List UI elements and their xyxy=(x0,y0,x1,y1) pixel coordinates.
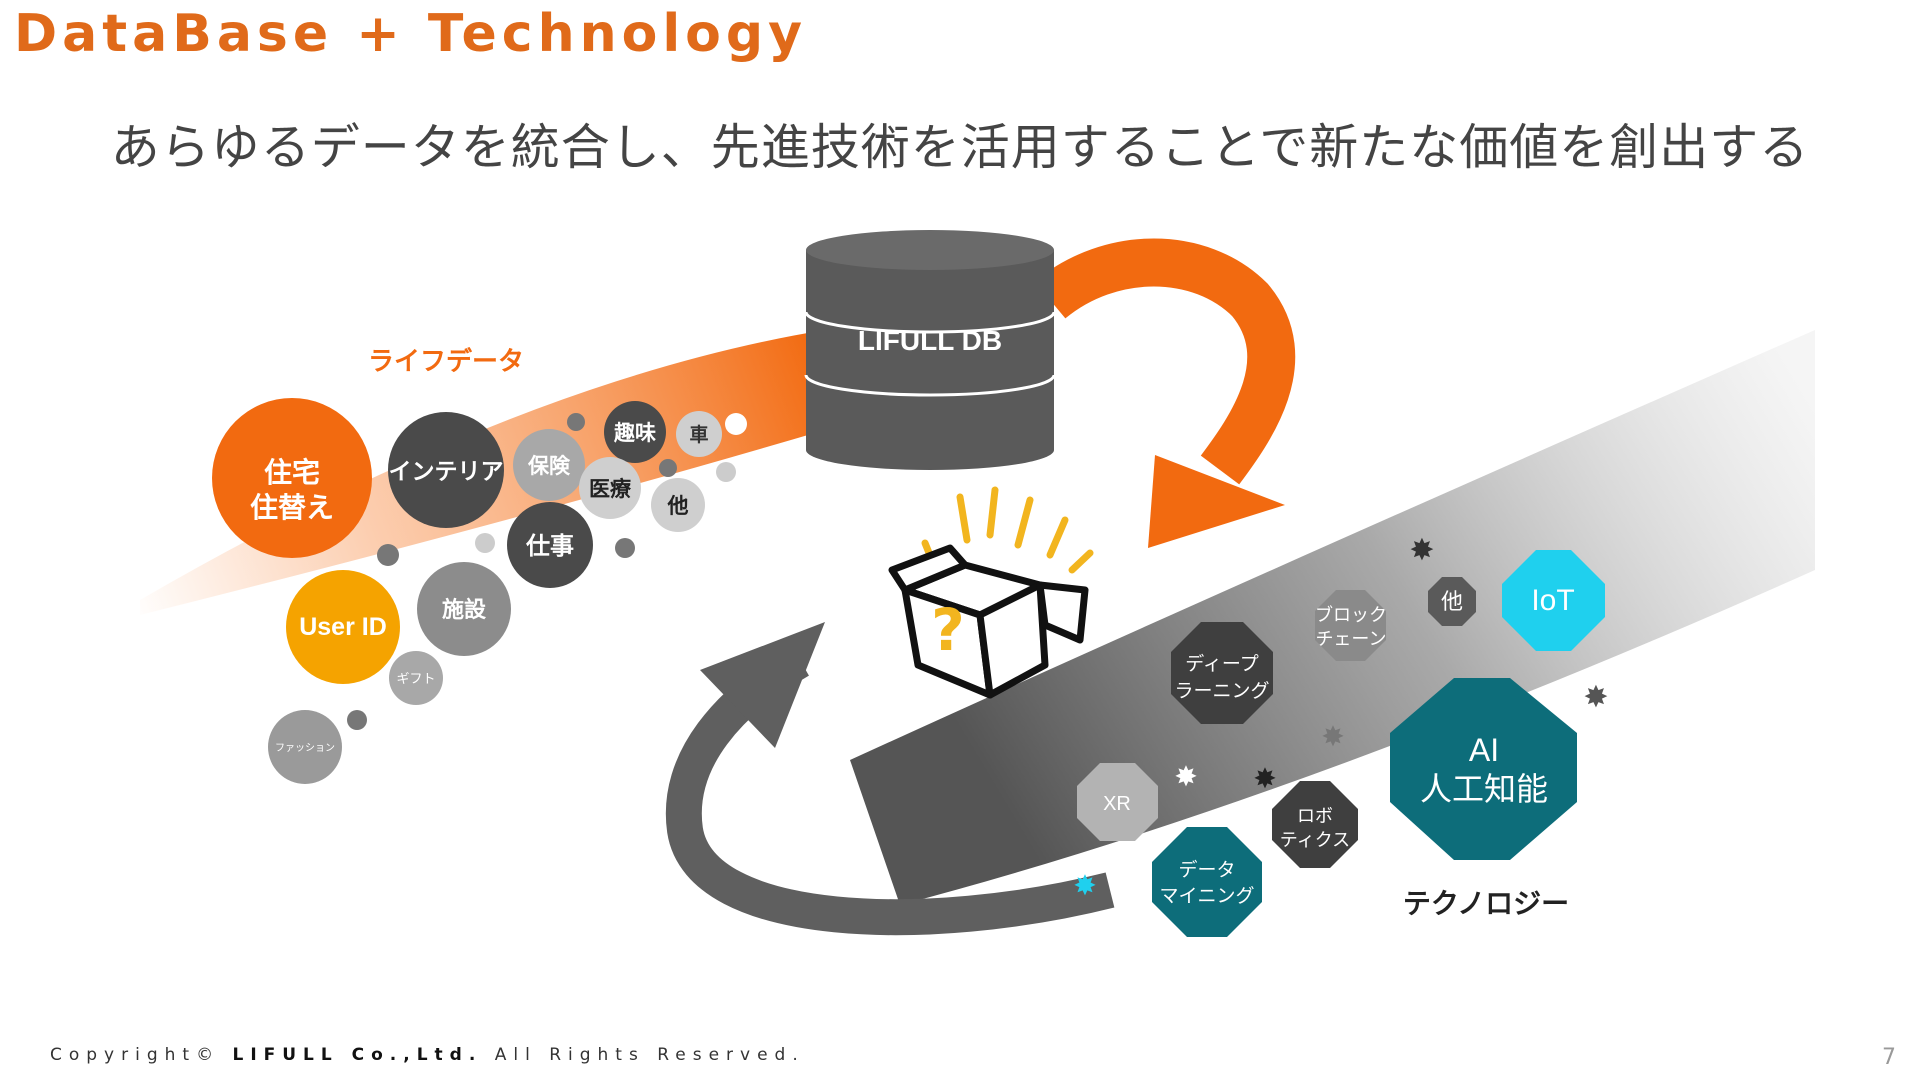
svg-text:✸: ✸ xyxy=(1321,720,1344,753)
sparkle-stars: ✸ ✸ ✸ ✸ ✸ ✸ xyxy=(1073,533,1608,902)
insurance-circle xyxy=(513,429,585,501)
robotics-label-2: ティクス xyxy=(1280,830,1350,851)
blockchain-octagon xyxy=(1315,590,1386,661)
svg-text:✸: ✸ xyxy=(1073,869,1096,902)
user-id-label: User ID xyxy=(299,613,387,641)
svg-text:✸: ✸ xyxy=(1174,760,1197,793)
ai-octagon xyxy=(1390,678,1577,860)
iot-octagon xyxy=(1502,550,1605,651)
fashion-circle xyxy=(268,710,342,784)
blockchain-label-1: ブロック xyxy=(1315,604,1387,626)
ai-label-1: AI xyxy=(1469,732,1499,768)
deep-learning-label-2: ラーニング xyxy=(1174,680,1269,702)
gift-circle xyxy=(389,651,443,705)
robotics-octagon xyxy=(1272,781,1358,868)
tech-other-octagon xyxy=(1428,577,1476,626)
housing-label-2: 住替え xyxy=(250,491,334,524)
life-other-label: 他 xyxy=(667,494,689,518)
life-data-circles: 住宅 住替え インテリア 保険 趣味 車 医療 他 仕事 User ID 施設 … xyxy=(212,398,722,784)
medical-circle xyxy=(579,457,641,519)
car-circle xyxy=(676,411,722,457)
interior-circle xyxy=(388,412,504,528)
page-number: 7 xyxy=(1882,1045,1896,1070)
housing-label-1: 住宅 xyxy=(264,456,320,489)
gray-arrowhead xyxy=(700,622,825,748)
svg-text:?: ? xyxy=(931,596,965,664)
xr-label: XR xyxy=(1103,793,1131,815)
orange-curve-arrow xyxy=(1034,238,1296,485)
user-id-circle xyxy=(286,570,400,684)
deep-learning-label-1: ディープ xyxy=(1185,653,1259,675)
deep-learning-octagon xyxy=(1171,622,1273,724)
medical-label: 医療 xyxy=(589,477,632,501)
decorative-dots xyxy=(347,413,747,730)
footer-suffix: All Rights Reserved. xyxy=(482,1045,805,1065)
svg-text:✸: ✸ xyxy=(1409,533,1434,568)
xr-octagon xyxy=(1077,763,1158,841)
technology-octagons: ディープ ラーニング ブロック チェーン 他 IoT AI 人工知能 XR ロボ… xyxy=(1077,550,1605,937)
slide-subtitle: あらゆるデータを統合し、先進技術を活用することで新たな価値を創出する xyxy=(110,119,1810,176)
work-circle xyxy=(507,502,593,588)
gray-curve-arrow xyxy=(665,644,1115,936)
svg-text:✸: ✸ xyxy=(1583,680,1608,715)
hobby-label: 趣味 xyxy=(613,421,656,445)
data-mining-label-1: データ xyxy=(1178,859,1235,881)
car-label: 車 xyxy=(689,423,708,446)
data-mining-octagon xyxy=(1152,827,1262,937)
data-mining-label-2: マイニング xyxy=(1159,885,1254,907)
blockchain-label-2: チェーン xyxy=(1315,629,1386,650)
housing-circle xyxy=(212,398,372,558)
iot-label: IoT xyxy=(1531,584,1574,617)
gift-label: ギフト xyxy=(396,672,435,687)
robotics-label-1: ロボ xyxy=(1297,806,1333,827)
work-label: 仕事 xyxy=(525,532,574,560)
tech-other-label: 他 xyxy=(1441,590,1463,615)
slide-title: DataBase + Technology xyxy=(14,4,808,64)
lifull-db-cylinder xyxy=(804,230,1056,470)
interior-label: インテリア xyxy=(389,459,504,485)
fashion-label: ファッション xyxy=(275,743,335,754)
orange-arrowhead xyxy=(1148,455,1285,548)
technology-label: テクノロジー xyxy=(1403,887,1569,920)
insurance-label: 保険 xyxy=(527,454,571,478)
life-other-circle xyxy=(651,478,705,532)
footer-prefix: Copyright© xyxy=(50,1045,233,1065)
life-data-label: ライフデータ xyxy=(368,346,524,377)
facility-label: 施設 xyxy=(442,597,487,623)
database-technology-diagram: LIFULL DB ライフデータ 住宅 住替え インテリア 保険 趣味 車 医療… xyxy=(140,230,1815,937)
database-label: LIFULL DB xyxy=(858,325,1002,356)
ai-label-2: 人工知能 xyxy=(1420,770,1548,808)
hobby-circle xyxy=(604,401,666,463)
footer-copyright: Copyright© LIFULL Co.,Ltd. All Rights Re… xyxy=(50,1045,805,1065)
footer-company: LIFULL Co.,Ltd. xyxy=(232,1045,483,1065)
svg-text:✸: ✸ xyxy=(1253,762,1276,795)
mystery-box-icon: ? xyxy=(888,486,1094,699)
facility-circle xyxy=(417,562,511,656)
